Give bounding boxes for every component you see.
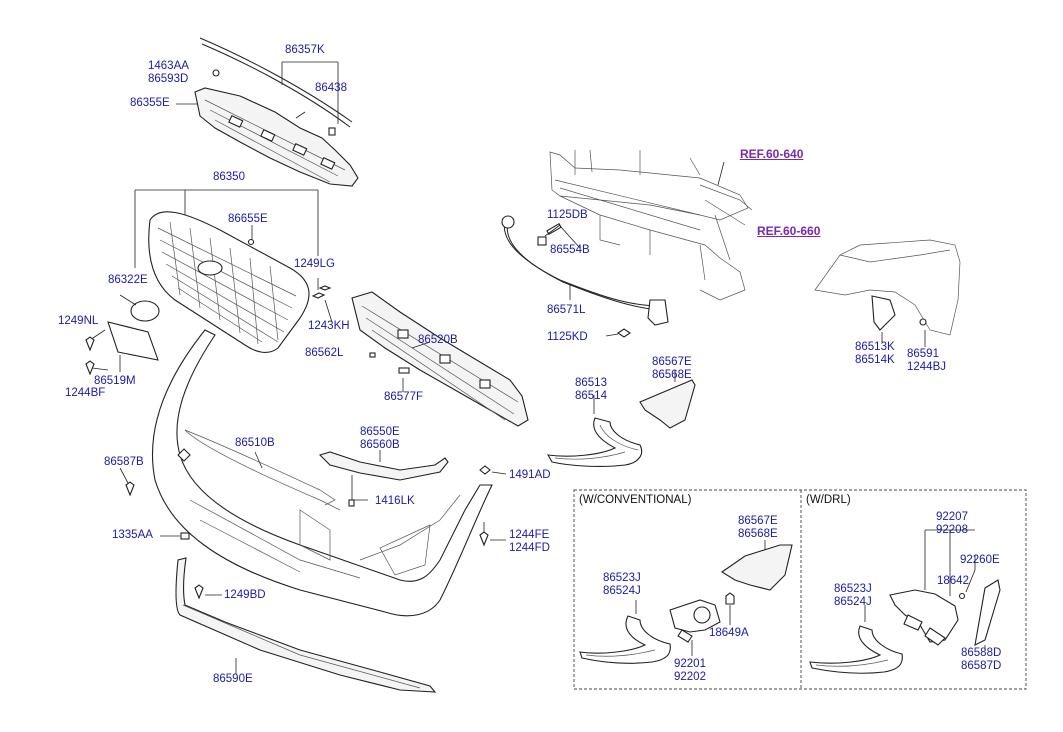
lower-spoiler xyxy=(175,557,437,693)
label-1243KH: 1243KH xyxy=(308,320,350,332)
emblem xyxy=(130,300,160,322)
label-86519M: 86519M xyxy=(94,375,136,387)
label-86587B: 86587B xyxy=(104,456,144,468)
label-86355E: 86355E xyxy=(130,97,170,109)
label-86550E: 86550E 86560B xyxy=(360,426,400,451)
label-1125DB: 1125DB xyxy=(547,209,588,221)
label-1491AD: 1491AD xyxy=(509,469,551,481)
front-carrier xyxy=(549,149,753,301)
fog-lamp-bezel-upper xyxy=(546,417,643,467)
ref-60-660-link[interactable]: REF.60-660 xyxy=(757,224,821,238)
bumper-absorber xyxy=(351,291,529,427)
sensor-cable xyxy=(503,219,661,307)
label-92207: 92207 92208 xyxy=(936,511,968,536)
front-bumper-cover xyxy=(151,329,493,617)
label-1249BD: 1249BD xyxy=(224,589,266,601)
label-86590E: 86590E xyxy=(213,673,253,685)
label-86588D: 86588D 86587D xyxy=(961,647,1002,672)
option-box xyxy=(573,489,1027,690)
label-92201: 92201 92202 xyxy=(674,658,706,683)
label-1249NL: 1249NL xyxy=(58,315,99,327)
label-92260E: 92260E xyxy=(960,554,1000,566)
label-86591: 86591 1244BJ xyxy=(907,348,947,373)
bumper-support xyxy=(318,451,449,481)
label-86438: 86438 xyxy=(315,82,347,94)
label-86513: 86513 86514 xyxy=(575,377,607,402)
label-86554B: 86554B xyxy=(550,244,590,256)
clip-1463AA xyxy=(212,69,220,77)
label-86357K: 86357K xyxy=(285,44,325,56)
label-1416LK: 1416LK xyxy=(375,495,415,507)
fender-bracket xyxy=(871,295,896,331)
drl-cover xyxy=(974,579,1001,646)
label-86520B: 86520B xyxy=(418,334,458,346)
label-86523J-drl: 86523J 86524J xyxy=(834,583,872,608)
label-86513K: 86513K 86514K xyxy=(855,341,895,366)
fog-lamp-cover-conv xyxy=(720,544,793,591)
label-86510B: 86510B xyxy=(235,437,275,449)
drl-lamp xyxy=(889,589,959,646)
fog-lamp-bezel-conv xyxy=(579,615,671,664)
box-title-conventional: (W/CONVENTIONAL) xyxy=(579,494,692,506)
label-86577F: 86577F xyxy=(384,391,424,403)
license-bracket xyxy=(107,321,159,361)
radiator-grille xyxy=(148,211,310,353)
label-1125KD: 1125KD xyxy=(547,331,588,343)
label-18649A: 18649A xyxy=(709,627,749,639)
label-1244FE: 1244FE 1244FD xyxy=(509,529,550,554)
label-1463AA: 1463AA 86593D xyxy=(148,60,189,85)
label-86562L: 86562L xyxy=(305,347,344,359)
label-86567E-top: 86567E 86568E xyxy=(652,356,692,381)
clip-86438 xyxy=(328,127,336,136)
label-86523J-conv: 86523J 86524J xyxy=(603,572,641,597)
ref-60-640-link[interactable]: REF.60-640 xyxy=(740,147,804,161)
fog-lamp xyxy=(669,599,721,643)
fog-lamp-bezel-drl xyxy=(809,625,903,674)
molding-strip xyxy=(199,37,353,128)
fender xyxy=(814,239,961,336)
label-18642: 18642 xyxy=(937,575,969,587)
label-1335AA: 1335AA xyxy=(112,529,153,541)
box-title-drl: (W/DRL) xyxy=(806,494,851,506)
label-86655E: 86655E xyxy=(228,213,268,225)
label-86567E-box: 86567E 86568E xyxy=(738,515,778,540)
label-86350: 86350 xyxy=(213,171,245,183)
upper-grille xyxy=(194,87,359,187)
label-1244BF: 1244BF xyxy=(65,387,106,399)
label-86322E: 86322E xyxy=(108,274,148,286)
fog-lamp-cover-upper xyxy=(639,379,696,429)
label-1249LG: 1249LG xyxy=(294,258,335,270)
label-86571L: 86571L xyxy=(547,304,586,316)
